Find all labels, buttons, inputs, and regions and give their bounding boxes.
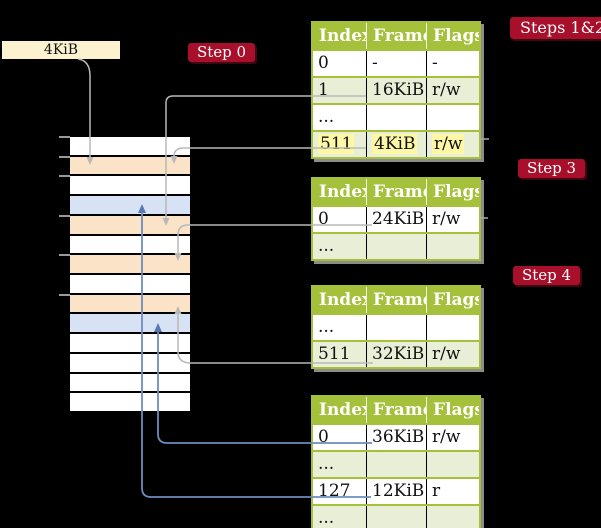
table-cell: r/w bbox=[426, 342, 479, 367]
table-cell: r/w bbox=[426, 78, 479, 103]
column-header: Flags bbox=[426, 23, 479, 49]
table-row: ... bbox=[313, 232, 479, 259]
table-row: ... bbox=[313, 504, 479, 528]
highlight: 4KiB bbox=[372, 134, 418, 154]
table-cell: 32KiB bbox=[366, 342, 426, 367]
highlight: 511 bbox=[318, 134, 355, 154]
step4-label: Step 4 bbox=[513, 266, 581, 285]
table-cell: 0 bbox=[318, 53, 329, 73]
table-cell: 12KiB bbox=[366, 479, 426, 504]
table-cell bbox=[366, 234, 426, 259]
address-tick bbox=[59, 136, 70, 138]
column-header: Index bbox=[319, 182, 366, 202]
table-cell: 0 bbox=[318, 427, 329, 447]
table-cell bbox=[366, 105, 426, 130]
table-cell: ... bbox=[318, 236, 335, 256]
memory-frame-row bbox=[70, 294, 190, 313]
frame-size-box: 4KiB bbox=[2, 41, 120, 59]
address-tick bbox=[59, 215, 70, 217]
table-row: 0 24KiB r/w bbox=[313, 205, 479, 232]
table-cell: 16KiB bbox=[366, 78, 426, 103]
address-tick bbox=[59, 175, 70, 177]
page-table-0: Index Frame Flags 0 - - 1 16KiB r/w ... … bbox=[311, 21, 481, 159]
column-header: Flags bbox=[426, 287, 479, 313]
table-cell: - bbox=[366, 51, 426, 76]
table-cell: - bbox=[426, 51, 479, 76]
table-cell: 4KiB bbox=[366, 132, 426, 157]
memory-frame-row bbox=[70, 196, 190, 214]
memory-frame-row bbox=[70, 215, 190, 234]
memory-frame-row bbox=[70, 235, 190, 254]
table-row: 511 32KiB r/w bbox=[313, 340, 479, 367]
table-row: 127 12KiB r bbox=[313, 477, 479, 504]
table-cell: 127 bbox=[318, 481, 351, 501]
table-row: ... bbox=[313, 313, 479, 340]
page-table-3: Index Frame Flags 0 36KiB r/w ... 127 12… bbox=[311, 395, 481, 528]
step3-label: Step 3 bbox=[518, 159, 586, 178]
page-table-2: Index Frame Flags ... 511 32KiB r/w bbox=[311, 285, 481, 369]
memory-frame-row bbox=[70, 353, 190, 372]
table-cell: ... bbox=[318, 454, 335, 474]
table-cell bbox=[426, 234, 479, 259]
table-cell bbox=[366, 315, 426, 340]
table-cell bbox=[426, 315, 479, 340]
table-row: ... bbox=[313, 103, 479, 130]
table-row-highlighted: 511 4KiB r/w bbox=[313, 130, 479, 157]
table-cell: 24KiB bbox=[366, 207, 426, 232]
table-cell: 0 bbox=[318, 209, 329, 229]
column-header: Frame bbox=[366, 397, 426, 423]
column-header: Frame bbox=[366, 23, 426, 49]
table-cell: 511 bbox=[318, 344, 351, 364]
memory-frame-row bbox=[70, 176, 190, 195]
table-cell bbox=[426, 105, 479, 130]
column-header: Frame bbox=[366, 287, 426, 313]
memory-frame-row bbox=[70, 156, 190, 175]
column-header: Frame bbox=[366, 179, 426, 205]
table-cell: ... bbox=[318, 107, 335, 127]
table-cell bbox=[426, 452, 479, 477]
column-header: Flags bbox=[426, 179, 479, 205]
table-row: ... bbox=[313, 450, 479, 477]
table-cell: ... bbox=[318, 317, 335, 337]
memory-frame-row bbox=[70, 255, 190, 273]
steps12-label: Steps 1&2 bbox=[510, 17, 601, 39]
table-cell: r bbox=[426, 479, 479, 504]
table-row: 1 16KiB r/w bbox=[313, 76, 479, 103]
table-cell: r/w bbox=[426, 425, 479, 450]
memory-frame-row bbox=[70, 274, 190, 293]
memory-frame-row bbox=[70, 334, 190, 352]
column-header: Index bbox=[319, 400, 366, 420]
address-tick bbox=[59, 294, 70, 296]
address-tick bbox=[59, 156, 70, 158]
address-tick bbox=[59, 254, 70, 256]
column-header: Index bbox=[319, 26, 366, 46]
table-row: 0 - - bbox=[313, 49, 479, 76]
table-cell: ... bbox=[318, 508, 335, 528]
table-row: 0 36KiB r/w bbox=[313, 423, 479, 450]
table-cell: r/w bbox=[426, 207, 479, 232]
table-cell bbox=[426, 506, 479, 528]
table-cell: 511 bbox=[313, 132, 366, 157]
memory-column bbox=[70, 137, 190, 411]
table-cell: 36KiB bbox=[366, 425, 426, 450]
table-cell bbox=[366, 506, 426, 528]
step0-label: Step 0 bbox=[188, 43, 256, 62]
table-cell: 1 bbox=[318, 80, 329, 100]
table-cell bbox=[366, 452, 426, 477]
table-cell: r/w bbox=[426, 132, 479, 157]
column-header: Flags bbox=[426, 397, 479, 423]
memory-frame-row bbox=[70, 373, 190, 392]
page-table-1: Index Frame Flags 0 24KiB r/w ... bbox=[311, 177, 481, 261]
memory-frame-row bbox=[70, 314, 190, 333]
memory-frame-row bbox=[70, 137, 190, 155]
column-header: Index bbox=[319, 290, 366, 310]
highlight: r/w bbox=[432, 134, 465, 154]
memory-frame-row bbox=[70, 393, 190, 411]
